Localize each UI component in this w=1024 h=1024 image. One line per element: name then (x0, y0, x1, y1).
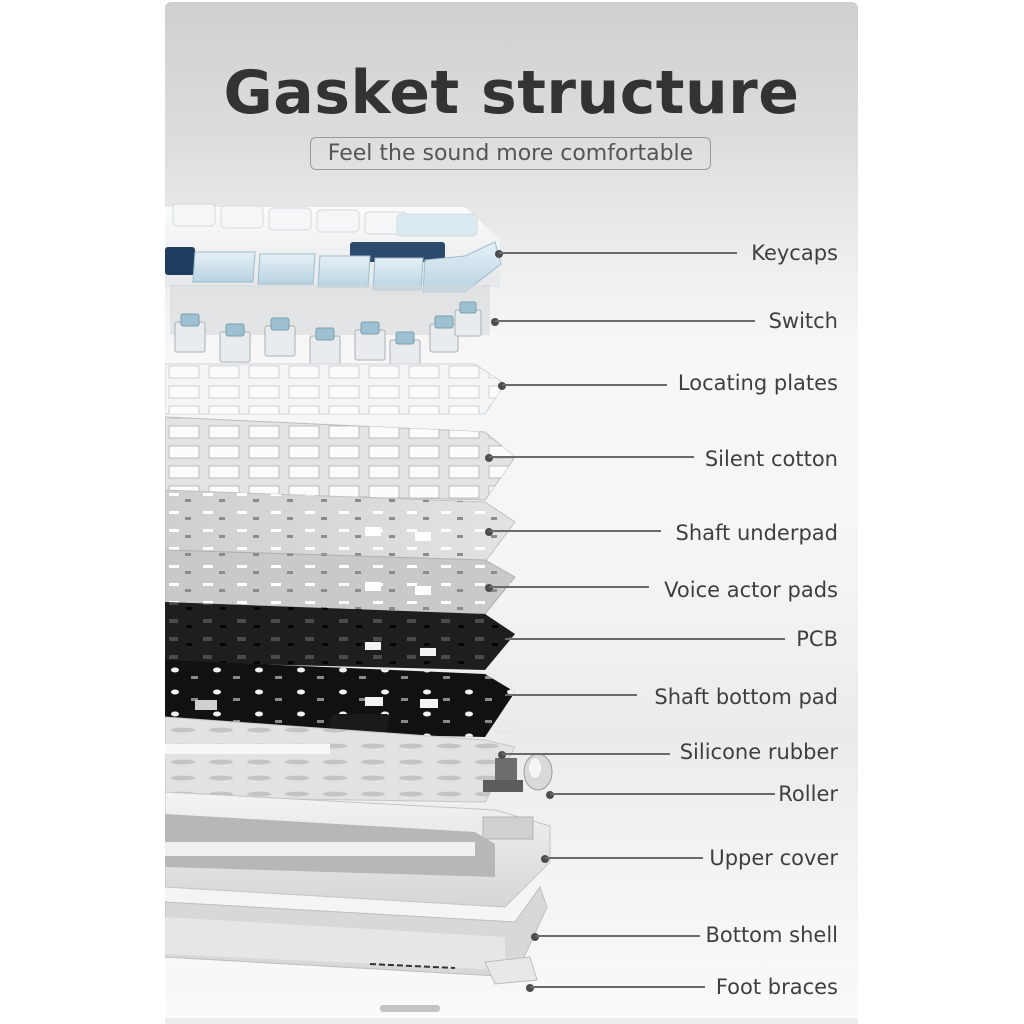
leader-line (489, 456, 694, 458)
leader-line (545, 857, 703, 859)
leader-line (550, 793, 775, 795)
callout-dot (485, 528, 493, 536)
label-voice-actor-pads: Voice actor pads (664, 578, 838, 602)
label-shaft-bottom-pad: Shaft bottom pad (654, 685, 838, 709)
upper-cover-part (165, 791, 551, 908)
label-upper-cover: Upper cover (709, 846, 838, 870)
leader-line (489, 586, 649, 588)
leader-line (495, 320, 755, 322)
label-silent-cotton: Silent cotton (704, 447, 838, 471)
callout-dot (485, 584, 493, 592)
label-pcb: PCB (796, 627, 838, 651)
callout-dot (491, 318, 499, 326)
keycaps-layer (165, 203, 502, 293)
page-title: Gasket structure (223, 58, 800, 128)
callout-dot (498, 382, 506, 390)
label-bottom-shell: Bottom shell (705, 923, 838, 947)
label-keycaps: Keycaps (751, 241, 838, 265)
leader-line (505, 694, 637, 696)
locating-plate-layer (165, 363, 506, 415)
leader-line (489, 530, 661, 532)
voice-actor-pads-layer (165, 549, 516, 615)
callout-dot (495, 250, 503, 258)
label-switch: Switch (768, 309, 838, 333)
subtitle-badge: Feel the sound more comfortable (310, 137, 711, 170)
leader-line (502, 753, 670, 755)
label-foot-braces: Foot braces (715, 975, 838, 999)
callout-dot (546, 791, 554, 799)
footer-strip (165, 1018, 858, 1024)
leader-line (530, 986, 705, 988)
keycap-dark-spacebar (350, 242, 445, 262)
shaft-underpad-layer (165, 489, 516, 563)
callout-dot (541, 855, 549, 863)
leader-line (535, 935, 700, 937)
silicone-rubber-layer (165, 716, 516, 803)
callout-dot (526, 984, 534, 992)
callout-dot (498, 751, 506, 759)
leader-line (505, 638, 785, 640)
leader-line (502, 384, 667, 386)
keycap-dark (165, 247, 195, 275)
label-roller: Roller (778, 782, 838, 806)
callout-dot (485, 454, 493, 462)
shaft-bottom-pad-layer (165, 660, 515, 737)
pcb-layer (165, 602, 515, 670)
diagram-panel: Gasket structure Feel the sound more com… (165, 2, 858, 1020)
bottom-shell-part (165, 885, 548, 978)
leader-line (499, 252, 737, 254)
switches-layer (170, 285, 490, 371)
label-shaft-underpad: Shaft underpad (675, 521, 838, 545)
exploded-keyboard-illustration (165, 203, 553, 1012)
foot-braces-part (380, 956, 538, 1012)
silent-cotton-layer (165, 416, 516, 501)
label-locating-plates: Locating plates (677, 371, 838, 395)
label-silicone-rubber: Silicone rubber (679, 740, 838, 764)
callout-dot (531, 933, 539, 941)
